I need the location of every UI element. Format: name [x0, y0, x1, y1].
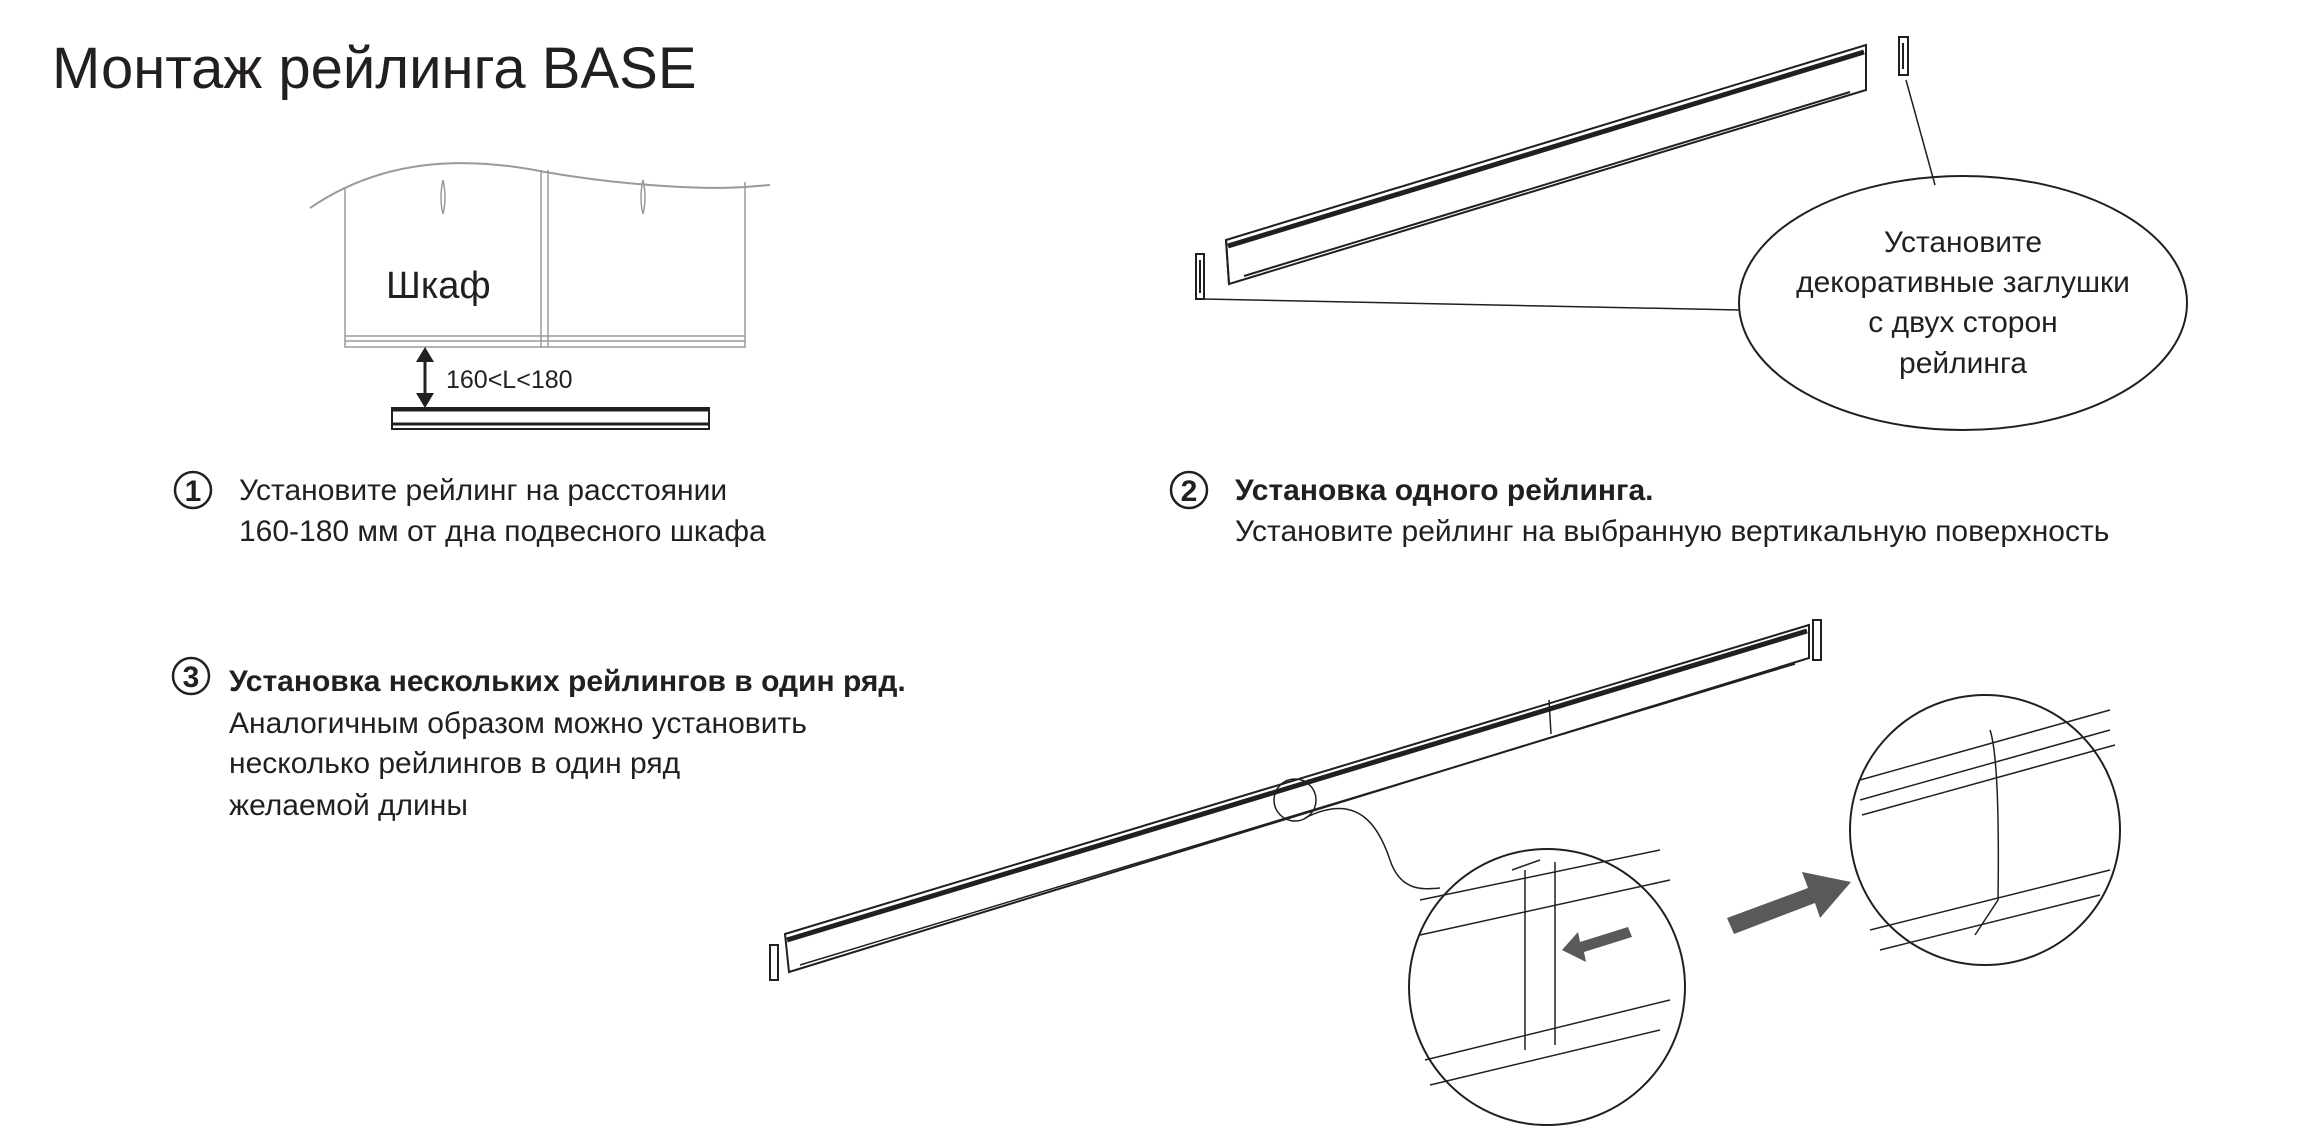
step2-caption: 2 Установка одного рейлинга. Установите …	[1169, 470, 2109, 548]
joined-rails	[769, 619, 1822, 981]
step-number: 3	[183, 661, 200, 694]
rail-side-view	[391, 407, 710, 430]
step1-line: 160-180 мм от дна подвесного шкафа	[239, 515, 766, 548]
rail-perspective	[1224, 43, 1867, 286]
step-number: 2	[1181, 475, 1198, 508]
leader-line	[1202, 298, 1741, 311]
step2-text: Установите рейлинг на выбранную вертикал…	[1235, 515, 2109, 548]
callout-line: Установите	[1884, 226, 2042, 259]
end-cap-icon	[1195, 36, 1909, 300]
step3-line: Аналогичным образом можно установить	[229, 707, 807, 740]
detail-circle-before	[1408, 848, 1686, 1126]
distance-arrow: 160<L<180	[416, 347, 573, 408]
step2-heading: Установка одного рейлинга.	[1235, 474, 1654, 507]
step1-line: Установите рейлинг на расстоянии	[239, 474, 727, 507]
step3-line: несколько рейлингов в один ряд	[229, 747, 680, 780]
step3-heading: Установка нескольких рейлингов в один ря…	[229, 665, 906, 698]
step3-line: желаемой длины	[229, 789, 468, 822]
callout-line: с двух сторон	[1868, 306, 2057, 339]
cabinet-illustration: Шкаф	[309, 162, 771, 348]
callout-bubble: Установите декоративные заглушки с двух …	[1738, 175, 2188, 431]
step1-caption: 1 Установите рейлинг на расстоянии 160-1…	[173, 470, 766, 548]
distance-label: 160<L<180	[446, 366, 573, 394]
step-number: 1	[185, 475, 202, 508]
callout-line: декоративные заглушки	[1796, 266, 2130, 299]
page-title: Монтаж рейлинга BASE	[52, 36, 697, 101]
step3-caption: 3 Установка нескольких рейлингов в один …	[171, 656, 906, 822]
cabinet-label: Шкаф	[386, 265, 491, 307]
callout-line: рейлинга	[1899, 347, 2027, 380]
detail-circle-after	[1849, 694, 2121, 966]
leader-line	[1905, 79, 1936, 186]
big-arrow-icon	[1727, 872, 1851, 934]
